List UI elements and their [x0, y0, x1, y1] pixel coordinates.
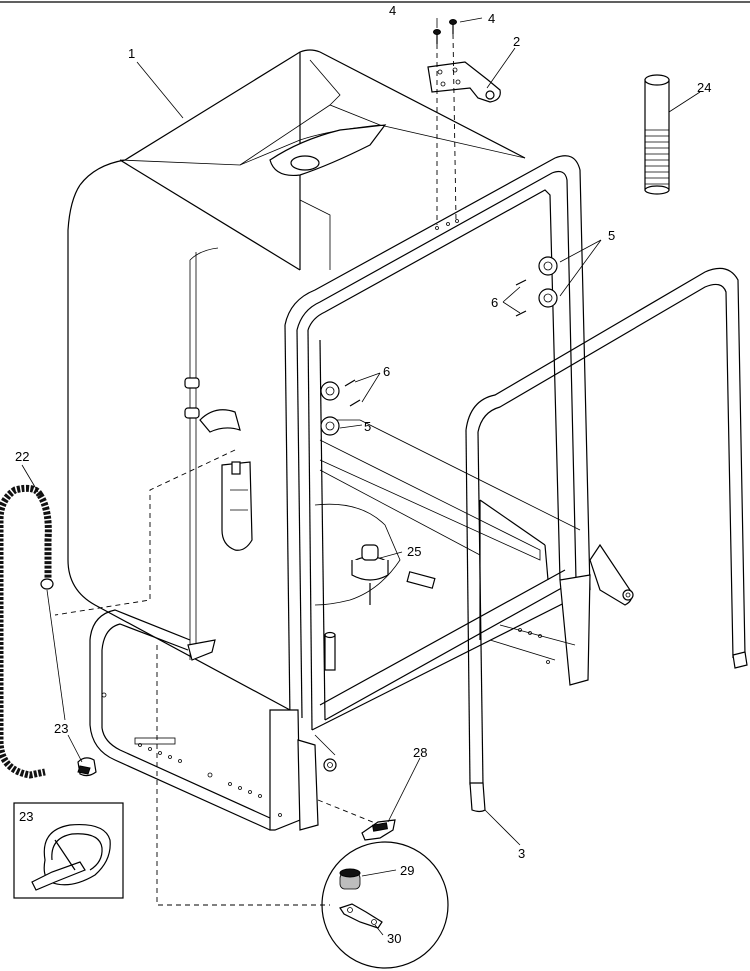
callout-5-right: 5 [608, 228, 615, 243]
leader-lines [21, 17, 701, 936]
sump-part-25 [314, 503, 436, 671]
door-gasket-part-3 [465, 267, 748, 813]
detail-circle-29-30 [321, 841, 449, 969]
callout-4-right: 4 [488, 11, 495, 26]
callout-22: 22 [15, 449, 29, 464]
callout-1: 1 [128, 46, 135, 61]
callout-6-right: 6 [491, 295, 498, 310]
callout-3: 3 [518, 846, 525, 861]
dashed-leaders [54, 449, 381, 906]
callout-28: 28 [413, 745, 427, 760]
rollers-right [515, 256, 558, 317]
front-frame [269, 155, 634, 831]
callout-25: 25 [407, 544, 421, 559]
callout-4-left: 4 [389, 3, 396, 18]
clip-part-28 [361, 819, 396, 841]
callout-24: 24 [697, 80, 711, 95]
drain-hose-part-22 [0, 484, 54, 779]
callout-2: 2 [513, 34, 520, 49]
top-bracket-part-2 [427, 61, 501, 103]
callout-5-left: 5 [364, 419, 371, 434]
base-frame [89, 609, 282, 831]
callout-23-hose: 23 [54, 721, 68, 736]
tub-part [67, 49, 526, 711]
callout-labels: 1 2 3 4 4 5 5 6 6 22 23 23 24 25 28 29 3… [15, 3, 711, 946]
callout-23-detail: 23 [19, 809, 33, 824]
rollers-left [320, 379, 361, 436]
callout-6-left: 6 [383, 364, 390, 379]
callout-30: 30 [387, 931, 401, 946]
callout-29: 29 [400, 863, 414, 878]
detail-box-23 [13, 802, 124, 899]
hose-fitting-part-24 [644, 74, 670, 195]
hose-clamp-part-23 [77, 757, 97, 777]
screws-part-4 [433, 19, 459, 230]
